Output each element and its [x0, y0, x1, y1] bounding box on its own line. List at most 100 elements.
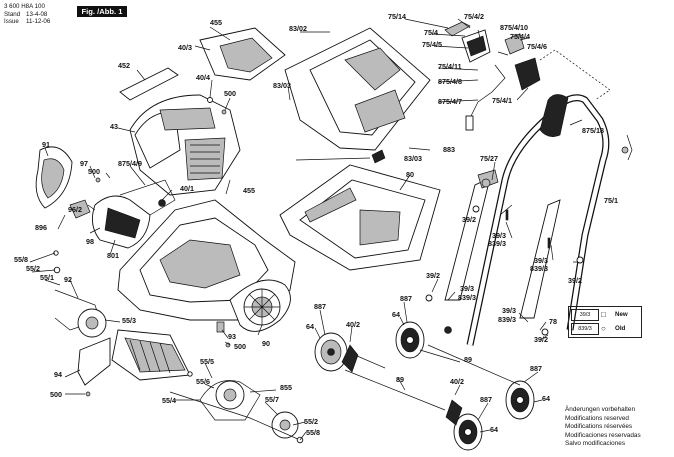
legend-code-new: 39/3: [571, 309, 599, 321]
note-spanish-alt: Salvo modificaciones: [565, 440, 626, 448]
label-887-second: 887: [400, 294, 412, 303]
label-887-fourth: 887: [530, 364, 542, 373]
label-64-fourth: 64: [542, 394, 550, 403]
stand-value: 13-4-08: [26, 10, 48, 18]
label-55-4: 55/4: [162, 396, 176, 405]
figure-tab: Fig. /Abb. 1: [77, 6, 127, 17]
label-55-1: 55/1: [40, 273, 54, 282]
note-spanish: Modificaciones reservadas: [565, 431, 641, 439]
legend-text-old: Old: [615, 325, 626, 332]
label-64-second: 64: [392, 310, 400, 319]
label-83-03-lower: 83/03: [404, 154, 422, 163]
switch-box-parts: [444, 21, 611, 131]
label-89-second: 89: [396, 375, 404, 384]
handle-assembly: [444, 94, 633, 346]
label-75-27: 75/27: [480, 154, 498, 163]
label-39-2-second: 39/2: [568, 276, 582, 285]
label-55-8: 55/8: [14, 255, 28, 264]
label-887: 887: [314, 302, 326, 311]
label-75-4-6: 75/4/6: [527, 42, 547, 51]
label-92: 92: [64, 275, 72, 284]
label-500-chassis: 500: [234, 342, 246, 351]
label-39-3: 39/3: [492, 231, 506, 240]
label-94: 94: [54, 370, 62, 379]
issue-label: Issue: [4, 18, 19, 26]
legend-row-new: 39/3 □ New: [571, 309, 639, 321]
label-801: 801: [107, 251, 119, 260]
note-german: Änderungen vorbehalten: [565, 406, 635, 413]
note-french: Modifications réservées: [565, 423, 633, 431]
label-39-2-fourth: 39/2: [534, 335, 548, 344]
label-855: 855: [280, 383, 292, 392]
legend-code-old: 839/3: [571, 323, 599, 335]
label-64: 64: [306, 322, 314, 331]
label-875-4-9: 875/4/9: [118, 159, 142, 168]
label-96-2: 96/2: [68, 205, 82, 214]
label-883: 883: [443, 145, 455, 154]
label-839-3-fourth: 839/3: [498, 315, 516, 324]
label-55-7: 55/7: [265, 395, 279, 404]
label-40-1: 40/1: [180, 184, 194, 193]
label-55-2: 55/2: [26, 264, 40, 273]
label-89: 89: [464, 355, 472, 364]
label-43: 43: [110, 122, 118, 131]
label-40-2: 40/2: [346, 320, 360, 329]
label-455-lower: 455: [243, 186, 255, 195]
label-78: 78: [549, 317, 557, 326]
label-839-3: 839/3: [488, 239, 506, 248]
note-english: Modifications reserved: [565, 414, 629, 422]
label-83-03: 83/03: [273, 81, 291, 90]
part-number: 3 600 H8A 100: [4, 3, 45, 10]
label-55-6: 55/6: [196, 377, 210, 386]
leader-lines: [29, 18, 583, 441]
label-40-2-second: 40/2: [450, 377, 464, 386]
label-55-8-lower: 55/8: [306, 428, 320, 437]
wheels: [158, 199, 535, 451]
label-83-02: 83/02: [289, 24, 307, 33]
label-75-4-2: 75/4/2: [464, 12, 484, 21]
label-500-motor: 500: [88, 167, 100, 176]
label-90: 90: [262, 339, 270, 348]
motor-unit: [35, 146, 176, 249]
label-39-3-fourth: 39/3: [502, 306, 516, 315]
label-55-2-lower: 55/2: [304, 417, 318, 426]
label-500: 500: [224, 89, 236, 98]
label-452: 452: [118, 61, 130, 70]
label-875-4-10: 875/4/10: [500, 23, 528, 32]
label-39-2: 39/2: [462, 215, 476, 224]
label-39-2-third: 39/2: [426, 271, 440, 280]
label-896: 896: [35, 223, 47, 232]
label-91: 91: [42, 140, 50, 149]
label-93: 93: [228, 332, 236, 341]
label-98: 98: [86, 237, 94, 246]
label-500-roller: 500: [50, 390, 62, 399]
label-55-3: 55/3: [122, 316, 136, 325]
label-875-18: 875/18: [582, 126, 604, 135]
motor-hood: [119, 27, 286, 196]
label-75-4-11: 75/4/11: [438, 62, 462, 71]
label-875-4-8: 875/4/8: [438, 77, 462, 86]
label-875-4-7: 875/4/7: [438, 97, 462, 106]
label-39-3-second: 39/3: [534, 256, 548, 265]
label-75-4-4: 75/4/4: [510, 32, 530, 41]
new-old-legend: 39/3 □ New 839/3 ○ Old: [568, 306, 642, 338]
chassis: [117, 199, 296, 332]
modification-notes: Änderungen vorbehalten Modifications res…: [565, 406, 641, 449]
part-labels: 455 40/3 452 40/4 500 43 83/02 83/03 83/…: [14, 12, 618, 437]
label-75-4-1: 75/4/1: [492, 96, 512, 105]
label-64-third: 64: [490, 425, 498, 434]
stand-label: Stand: [4, 10, 21, 18]
label-39-3-third: 39/3: [460, 284, 474, 293]
circle-icon: ○: [601, 324, 606, 333]
label-887-third: 887: [480, 395, 492, 404]
fasteners: [53, 97, 584, 444]
label-40-3: 40/3: [178, 43, 192, 52]
label-75-1: 75/1: [604, 196, 618, 205]
label-55-5: 55/5: [200, 357, 214, 366]
label-455: 455: [210, 18, 222, 27]
legend-text-new: New: [615, 311, 628, 318]
square-icon: □: [601, 310, 606, 319]
